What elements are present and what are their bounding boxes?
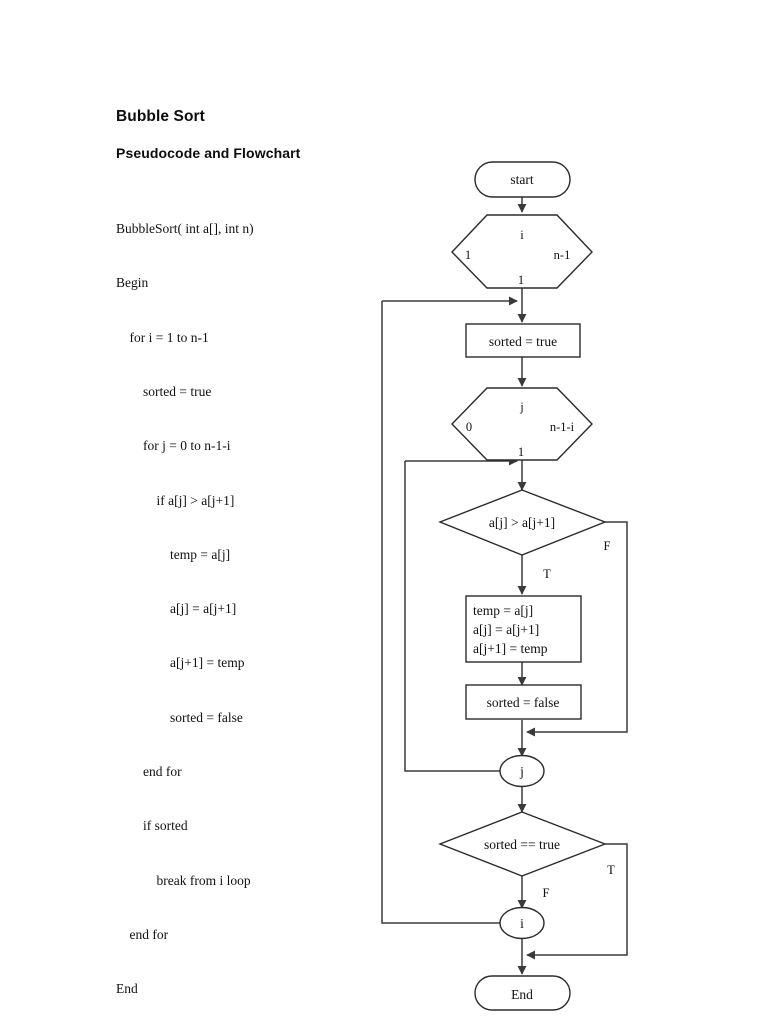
inner-loop-limit-label: n-1-i	[550, 420, 575, 434]
decision-sorted-true-label: T	[607, 863, 615, 877]
pseudocode-line: break from i loop	[116, 872, 251, 888]
process-sorted-false-label: sorted = false	[487, 695, 560, 710]
decision-sorted-false-label: F	[543, 886, 550, 900]
outer-loop-limit-label: n-1	[554, 248, 571, 262]
pseudocode-line: for i = 1 to n-1	[116, 329, 209, 345]
outer-loop-connector	[499, 906, 545, 940]
outer-loop-hexagon	[451, 214, 593, 289]
process-swap	[465, 595, 582, 663]
page-subtitle: Pseudocode and Flowchart	[116, 145, 301, 161]
pseudocode-line: end for	[116, 926, 169, 942]
pseudocode-line: if a[j] > a[j+1]	[116, 492, 235, 508]
connector-j-loopback	[404, 461, 500, 772]
process-sorted-true	[465, 323, 581, 358]
start-terminator-label: start	[510, 172, 533, 187]
inner-loop-connector	[499, 754, 545, 788]
decision-compare-true-label: T	[543, 567, 551, 581]
inner-loop-initial-label: 0	[466, 420, 472, 434]
decision-compare-false-label: F	[604, 539, 611, 553]
pseudocode-line: Begin	[116, 275, 149, 291]
pseudocode-line: if sorted	[116, 818, 188, 834]
inner-loop-hexagon	[451, 387, 593, 461]
pseudocode-line: for j = 0 to n-1-i	[116, 438, 231, 454]
process-sorted-false	[465, 684, 582, 720]
pseudocode-line: BubbleSort( int a[], int n)	[116, 221, 254, 237]
end-terminator	[474, 975, 571, 1011]
decision-compare	[438, 489, 607, 556]
connector-i-loopback	[381, 301, 500, 924]
connector-sorted-true-branch-to-end	[526, 843, 628, 960]
inner-loop-variable-label: j	[519, 400, 523, 414]
end-terminator-label: End	[511, 987, 533, 1002]
process-swap-line-3: a[j+1] = temp	[473, 641, 548, 656]
connector-compare-false-bypass	[526, 521, 628, 737]
decision-sorted-label: sorted == true	[484, 837, 560, 852]
pseudocode-line: End	[116, 981, 138, 997]
pseudocode-line: sorted = true	[116, 384, 212, 400]
pseudocode-line: a[j+1] = temp	[116, 655, 245, 671]
inner-loop-increment-label: 1	[518, 445, 524, 459]
outer-loop-initial-label: 1	[465, 248, 471, 262]
decision-sorted	[438, 811, 607, 877]
pseudocode-line: temp = a[j]	[116, 546, 231, 562]
outer-loop-increment-label: 1	[518, 273, 524, 287]
pseudocode-line: a[j] = a[j+1]	[116, 601, 237, 617]
outer-loop-variable-label: i	[520, 228, 524, 242]
inner-loop-connector-label: j	[519, 764, 524, 779]
start-terminator	[474, 161, 571, 198]
process-swap-line-1: temp = a[j]	[473, 603, 533, 618]
process-sorted-true-label: sorted = true	[489, 334, 557, 349]
process-swap-line-2: a[j] = a[j+1]	[473, 622, 539, 637]
pseudocode-line: end for	[116, 764, 182, 779]
decision-compare-label: a[j] > a[j+1]	[489, 515, 555, 530]
pseudocode-line: sorted = false	[116, 709, 243, 725]
pseudocode-block: BubbleSort( int a[], int n) Begin for i …	[116, 184, 416, 1034]
page-title: Bubble Sort	[116, 108, 205, 125]
outer-loop-connector-label: i	[520, 916, 524, 931]
